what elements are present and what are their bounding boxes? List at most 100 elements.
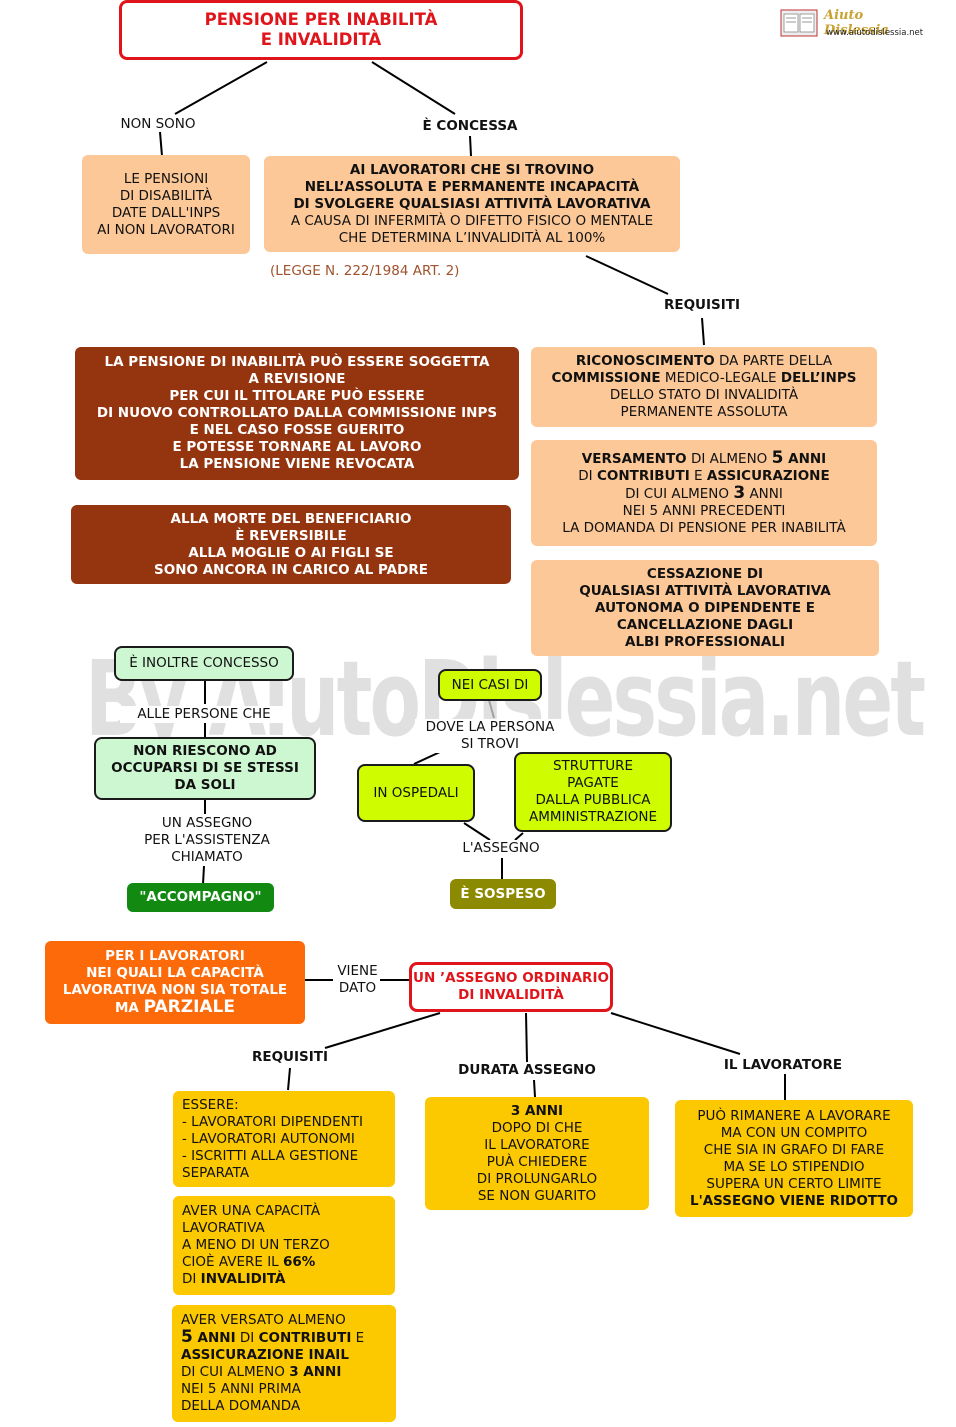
box-line: 5 ANNI DI CONTRIBUTI E <box>181 1329 364 1347</box>
text-bold: INVALIDITÀ <box>200 1271 286 1287</box>
box-line: COMMISSIONE MEDICO-LEGALE DELL’INPS <box>552 370 857 387</box>
connector <box>469 135 472 157</box>
text-bold: 3 <box>733 482 746 503</box>
logo[interactable]: Aiuto Dislessia www.aiutodislessia.net <box>780 6 930 42</box>
box-line: SUPERA UN CERTO LIMITE <box>706 1175 882 1192</box>
text-line: DOVE LA PERSONA <box>425 719 555 735</box>
box-line: ESSERE: <box>182 1096 239 1113</box>
box-line: MA PARZIALE <box>115 999 235 1017</box>
box-line: NON RIESCONO AD <box>133 743 277 759</box>
label-l-assegno: L'ASSEGNO <box>450 840 552 857</box>
text: CIOÈ AVERE IL <box>182 1254 283 1270</box>
essere-box: ESSERE: - LAVORATORI DIPENDENTI - LAVORA… <box>173 1091 395 1187</box>
connector <box>585 255 669 295</box>
box-line: DI NUOVO CONTROLLATO DALLA COMMISSIONE I… <box>96 405 498 421</box>
box-line: OCCUPARSI DI SE STESSI <box>111 760 299 776</box>
connector <box>525 1012 528 1063</box>
box-line: MA CON UN COMPITO <box>720 1124 868 1141</box>
riconoscimento-box: RICONOSCIMENTO DA PARTE DELLA COMMISSION… <box>531 347 877 427</box>
connector <box>324 1012 441 1049</box>
parziale-box: PER I LAVORATORI NEI QUALI LA CAPACITÀ L… <box>45 941 305 1024</box>
text-line: PER L'ASSISTENZA <box>144 832 270 848</box>
lavoratori-box: AI LAVORATORI CHE SI TROVINO NELL’ASSOLU… <box>264 156 680 252</box>
box-line: PAGATE <box>567 775 619 791</box>
box-line: LE PENSIONI <box>123 170 209 187</box>
box-line: A MENO DI UN TERZO <box>182 1237 330 1253</box>
text-line: UN ASSEGNO <box>161 815 253 831</box>
box-line: DELLA DOMANDA <box>181 1398 301 1414</box>
box-line: A REVISIONE <box>248 371 346 387</box>
versato-box: AVER VERSATO ALMENO 5 ANNI DI CONTRIBUTI… <box>172 1305 396 1422</box>
box-line: AI LAVORATORI CHE SI TROVINO <box>349 161 595 178</box>
box-line: DALLA PUBBLICA <box>535 792 651 808</box>
box-line: CANCELLAZIONE DAGLI <box>616 616 794 633</box>
box-line: LA PENSIONE DI INABILITÀ PUÒ ESSERE SOGG… <box>104 354 490 370</box>
box-line: LA PENSIONE VIENE REVOCATA <box>179 456 415 472</box>
text: DI CUI ALMENO <box>181 1364 290 1380</box>
box-line: CHE DETERMINA L’INVALIDITÀ AL 100% <box>338 229 606 246</box>
connector <box>287 1067 291 1091</box>
text-line: SI TROVI <box>460 736 520 752</box>
box-line: STRUTTURE <box>552 758 634 774</box>
connector <box>174 61 268 115</box>
connector <box>371 61 456 115</box>
box-line: E POTESSE TORNARE AL LAVORO <box>172 439 422 455</box>
nei-casi-box: NEI CASI DI <box>438 669 542 701</box>
non-lavoratori-box: LE PENSIONI DI DISABILITÀ DATE DALL'INPS… <box>82 155 250 254</box>
box-line: PUÒ RIMANERE A LAVORARE <box>697 1107 891 1124</box>
text-line: CHIAMATO <box>171 849 243 865</box>
title-line: E INVALIDITÀ <box>260 30 382 49</box>
label-il-lavoratore: IL LAVORATORE <box>723 1057 843 1073</box>
accompagno-box: "ACCOMPAGNO" <box>127 883 274 912</box>
box-line: È REVERSIBILE <box>235 527 347 544</box>
box-line: LA DOMANDA DI PENSIONE PER INABILITÀ <box>562 519 846 536</box>
label-durata-assegno: DURATA ASSEGNO <box>458 1062 596 1078</box>
box-line: PER CUI IL TITOLARE PUÒ ESSERE <box>169 388 425 404</box>
box-line: LAVORATIVA NON SIA TOTALE <box>62 982 288 998</box>
box-line: ALLA MOGLIE O AI FIGLI SE <box>188 544 394 561</box>
box-line: AUTONOMA O DIPENDENTE E <box>595 599 815 616</box>
ordinario-box: UN ’ASSEGNO ORDINARIO DI INVALIDITÀ <box>409 962 613 1012</box>
text: DI <box>235 1330 259 1346</box>
box-line: NEI 5 ANNI PRECEDENTI <box>622 502 786 519</box>
text: DI ALMENO <box>686 450 772 467</box>
box-line: NEI 5 ANNI PRIMA <box>181 1381 301 1397</box>
text-bold: RICONOSCIMENTO <box>575 353 715 369</box>
logo-name: Aiuto Dislessia <box>824 8 889 38</box>
connector <box>159 131 163 157</box>
box-line: SONO ANCORA IN CARICO AL PADRE <box>154 561 428 578</box>
label-assegno-assistenza: UN ASSEGNO PER L'ASSISTENZA CHIAMATO <box>125 815 289 866</box>
box-line: RICONOSCIMENTO DA PARTE DELLA <box>576 353 832 370</box>
inoltre-box: È INOLTRE CONCESSO <box>114 646 294 681</box>
text-bold: ASSICURAZIONE <box>706 467 830 484</box>
label-requisiti-2: REQUISITI <box>251 1049 329 1065</box>
box-line: LAVORATIVA <box>182 1220 265 1236</box>
label-legge: (LEGGE N. 222/1984 ART. 2) <box>270 263 460 279</box>
text: DI <box>578 467 597 484</box>
box-line: DI CONTRIBUTI E ASSICURAZIONE <box>578 468 829 485</box>
label-viene-dato: VIENE DATO <box>330 963 385 997</box>
text-bold: 3 ANNI <box>289 1364 342 1380</box>
box-line: E NEL CASO FOSSE GUERITO <box>189 422 405 438</box>
connector <box>533 1079 536 1098</box>
box-line: ASSICURAZIONE INAIL <box>181 1347 349 1363</box>
box-line: A CAUSA DI INFERMITÀ O DIFETTO FISICO O … <box>290 212 654 229</box>
box-line: - LAVORATORI AUTONOMI <box>182 1130 355 1147</box>
label-alle-persone: ALLE PERSONE CHE <box>120 706 288 723</box>
text-bold: VERSAMENTO <box>581 450 687 467</box>
text-bold: 66% <box>283 1254 316 1270</box>
label-non-sono: NON SONO <box>120 116 196 132</box>
title-box: PENSIONE PER INABILITÀ E INVALIDITÀ <box>119 0 523 60</box>
box-line: DI DISABILITÀ <box>119 187 213 204</box>
box-line: "ACCOMPAGNO" <box>139 889 262 905</box>
non-riescono-box: NON RIESCONO AD OCCUPARSI DI SE STESSI D… <box>94 737 316 800</box>
text: DI <box>182 1271 201 1287</box>
box-line: DI PROLUNGARLO <box>476 1170 598 1187</box>
box-line: IL LAVORATORE <box>484 1136 590 1153</box>
box-line: SEPARATA <box>182 1164 250 1181</box>
connector <box>488 699 495 719</box>
box-line: L'ASSEGNO VIENE RIDOTTO <box>689 1192 899 1209</box>
text: E <box>689 467 707 484</box>
text: ANNI <box>745 485 783 502</box>
title-line: PENSIONE PER INABILITÀ <box>204 10 438 29</box>
